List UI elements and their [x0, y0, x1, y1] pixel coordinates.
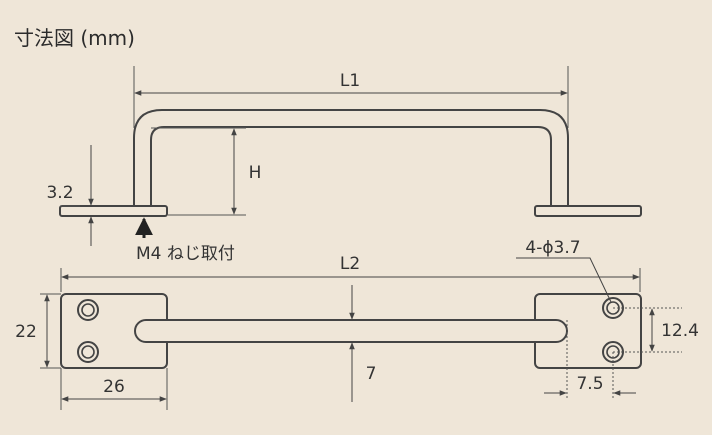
screw-hole-left-top [77, 299, 99, 321]
rod-offset-label: 7 [366, 364, 377, 384]
thickness-label: 3.2 [46, 183, 73, 203]
side-handle-rod-inner [150, 126, 552, 210]
hole-pitch-label: 12.4 [661, 321, 699, 341]
screw-hole-left-bottom [77, 341, 99, 363]
l2-label: L2 [340, 254, 360, 274]
side-left-plate [59, 205, 168, 217]
hole-spec-leader [516, 257, 612, 303]
hole-spec-label: 4-ϕ3.7 [525, 238, 580, 258]
plate-height-label: 22 [15, 322, 37, 342]
side-handle-rod [133, 109, 569, 210]
l1-label: L1 [340, 71, 360, 91]
plate-width-label: 26 [103, 377, 125, 397]
h-label: H [249, 163, 262, 183]
top-handle-rod [134, 319, 568, 343]
mount-note: M4 ねじ取付 [136, 244, 235, 264]
page-title: 寸法図 (mm) [14, 26, 135, 50]
top-view: L2 22 26 [15, 238, 699, 410]
side-right-plate [534, 205, 642, 217]
hole-offset-label: 7.5 [576, 374, 603, 394]
side-view: L1 H 3.2 M4 ねじ取付 [46, 66, 642, 264]
